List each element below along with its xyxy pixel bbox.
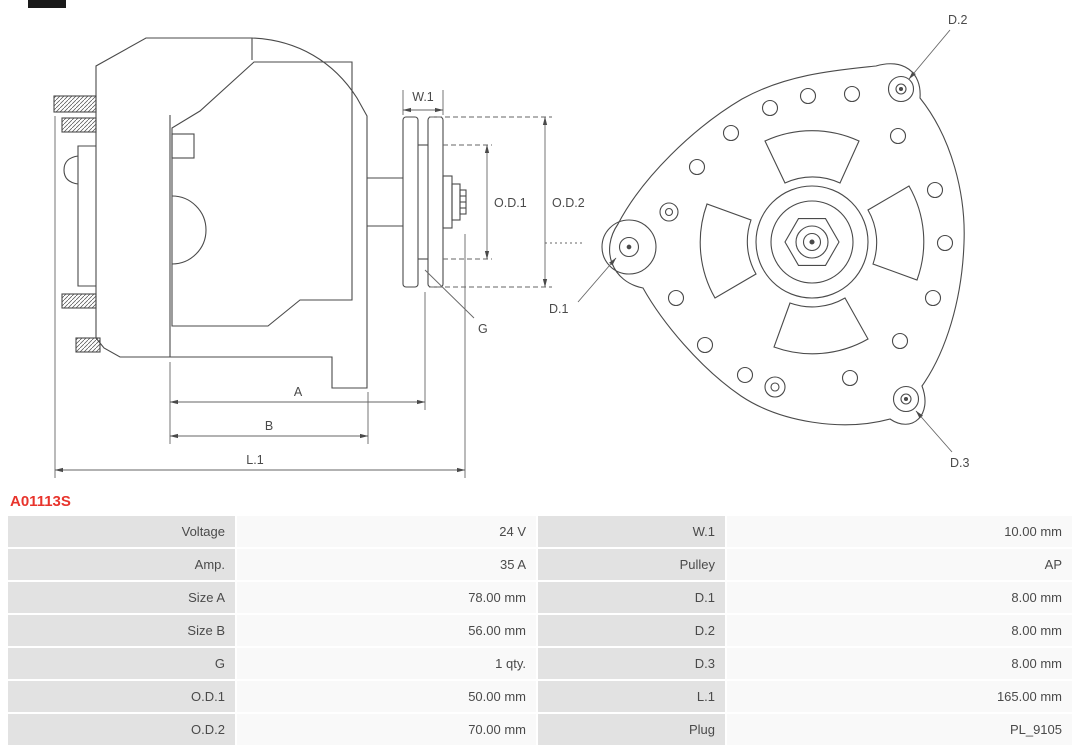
spec-label-pulley: Pulley — [538, 549, 725, 580]
spec-value-l1: 165.00 mm — [727, 681, 1072, 712]
spec-label-voltage: Voltage — [8, 516, 235, 547]
part-number: A01113S — [10, 493, 71, 510]
dim-label-d2: D.2 — [948, 13, 968, 27]
spec-value-w1: 10.00 mm — [727, 516, 1072, 547]
spec-label-size-b: Size B — [8, 615, 235, 646]
spec-label-l1: L.1 — [538, 681, 725, 712]
spec-label-d1: D.1 — [538, 582, 725, 613]
logo-fragment — [28, 0, 66, 8]
side-view — [53, 37, 467, 389]
spec-value-pulley: AP — [727, 549, 1072, 580]
spec-value-d1: 8.00 mm — [727, 582, 1072, 613]
spec-label-plug: Plug — [538, 714, 725, 745]
dim-label-od1: O.D.1 — [494, 196, 527, 210]
spec-value-od2: 70.00 mm — [237, 714, 536, 745]
side-view-dimensions — [54, 90, 585, 478]
technical-drawing: W.1 O.D.1 O.D.2 G A B L.1 — [28, 0, 970, 478]
dim-label-b: B — [265, 419, 273, 433]
dim-label-l1: L.1 — [246, 453, 263, 467]
rear-view-leaders — [577, 29, 953, 453]
spec-value-g: 1 qty. — [237, 648, 536, 679]
spec-label-d2: D.2 — [538, 615, 725, 646]
spec-value-size-a: 78.00 mm — [237, 582, 536, 613]
spec-label-w1: W.1 — [538, 516, 725, 547]
alternator-diagram: W.1 O.D.1 O.D.2 G A B L.1 — [28, 0, 970, 478]
spec-value-size-b: 56.00 mm — [237, 615, 536, 646]
spec-label-g: G — [8, 648, 235, 679]
dim-label-od2: O.D.2 — [552, 196, 585, 210]
spec-value-voltage: 24 V — [237, 516, 536, 547]
spec-value-d3: 8.00 mm — [727, 648, 1072, 679]
spec-label-od2: O.D.2 — [8, 714, 235, 745]
spec-value-d2: 8.00 mm — [727, 615, 1072, 646]
dim-label-d3: D.3 — [950, 456, 970, 470]
spec-table: Voltage 24 V W.1 10.00 mm Amp. 35 A Pull… — [8, 516, 1072, 745]
spec-label-od1: O.D.1 — [8, 681, 235, 712]
spec-label-d3: D.3 — [538, 648, 725, 679]
spec-label-size-a: Size A — [8, 582, 235, 613]
spec-label-amp: Amp. — [8, 549, 235, 580]
dim-label-g: G — [478, 322, 488, 336]
rear-view — [601, 63, 965, 426]
dim-label-d1: D.1 — [549, 302, 569, 316]
spec-value-od1: 50.00 mm — [237, 681, 536, 712]
spec-value-plug: PL_9105 — [727, 714, 1072, 745]
dim-label-w1: W.1 — [412, 90, 434, 104]
spec-value-amp: 35 A — [237, 549, 536, 580]
dim-label-a: A — [294, 385, 303, 399]
